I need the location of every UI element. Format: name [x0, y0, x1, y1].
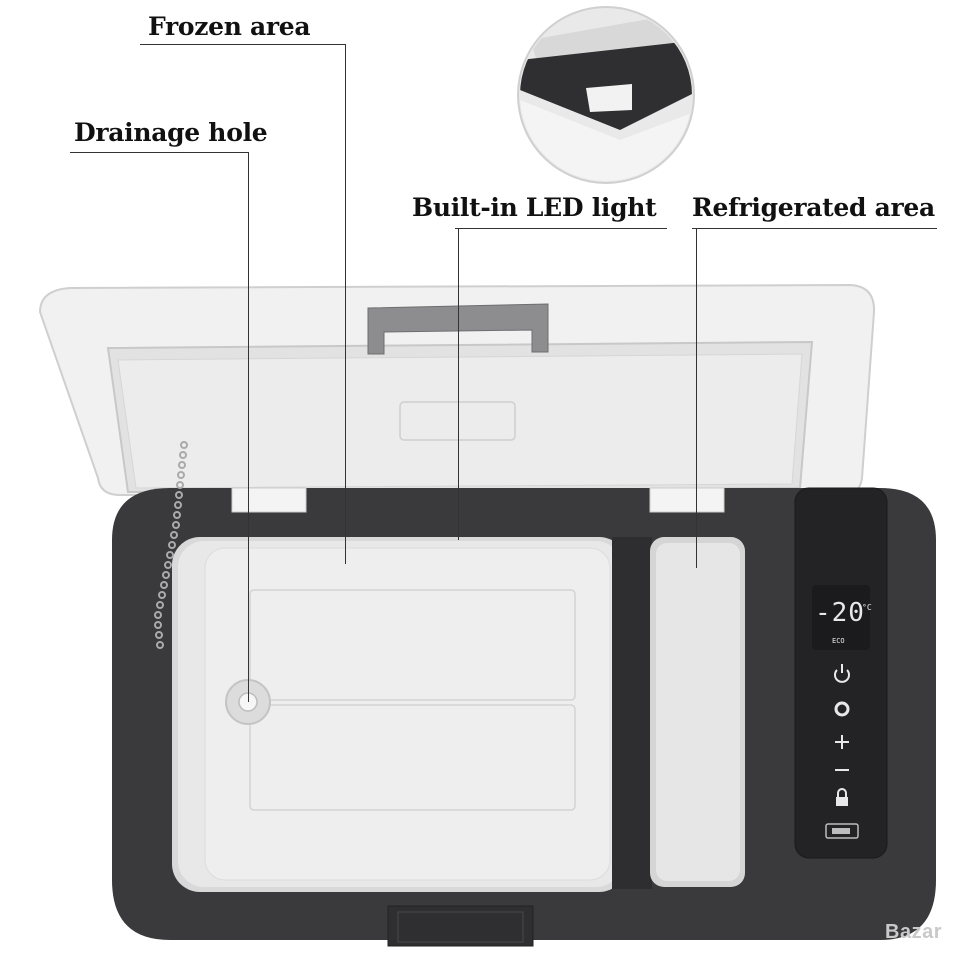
watermark: Bazar	[885, 921, 942, 943]
temperature-readout: -20	[815, 598, 865, 628]
underline-drainage	[70, 152, 248, 153]
leader-drainage	[248, 152, 249, 702]
label-led-light: Built-in LED light	[412, 193, 657, 222]
underline-led	[455, 228, 667, 229]
hinge-right	[649, 487, 725, 513]
power-icon	[834, 664, 850, 683]
temperature-unit: °C	[862, 603, 872, 612]
hinge-left	[231, 487, 307, 513]
label-refrigerated-area: Refrigerated area	[692, 193, 935, 222]
underline-frozen	[140, 44, 345, 45]
eco-indicator: ECO	[832, 637, 845, 645]
label-frozen-area: Frozen area	[148, 12, 311, 41]
lid-chain	[154, 441, 188, 649]
leader-refrigerated	[696, 228, 697, 568]
settings-icon	[834, 701, 850, 717]
battery-icon	[825, 823, 859, 839]
plus-icon	[835, 735, 849, 749]
underline-refrigerated	[692, 228, 937, 229]
lock-icon	[836, 788, 848, 806]
compartment-divider	[612, 537, 652, 889]
leader-led	[458, 228, 459, 540]
label-drainage-hole: Drainage hole	[74, 118, 268, 147]
front-latch	[387, 905, 534, 947]
led-inset-circle	[517, 6, 695, 184]
leader-frozen	[345, 44, 346, 564]
